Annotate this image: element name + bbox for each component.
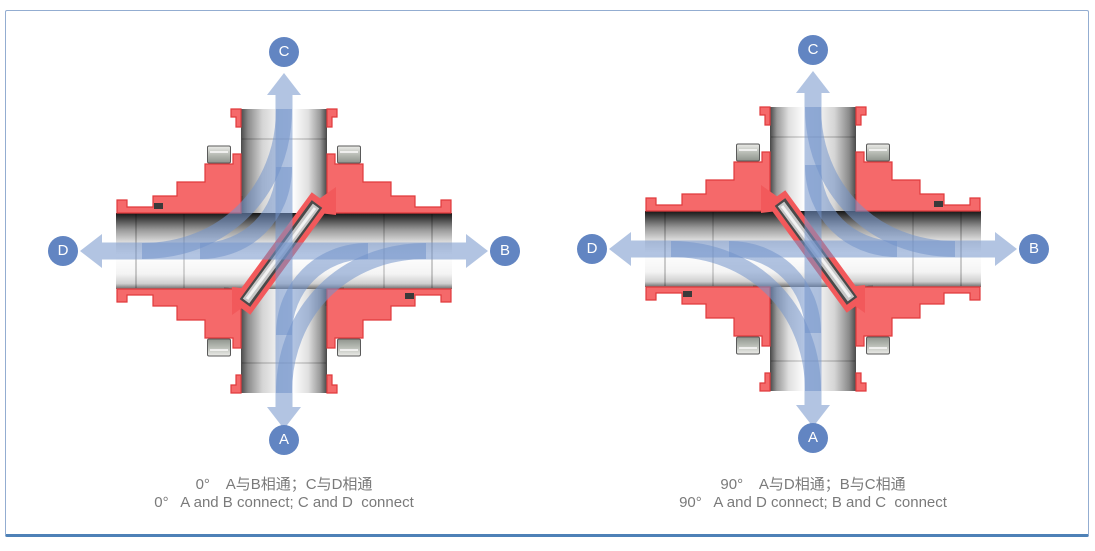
port-label-a: A — [269, 425, 299, 455]
valve-illustration-0deg — [44, 46, 524, 456]
port-label-c: C — [798, 35, 828, 65]
caption-90deg-zh: 90° A与D相通；B与C相通 — [720, 476, 906, 493]
port-label-b: B — [490, 236, 520, 266]
port-label-d: D — [48, 236, 78, 266]
caption-0deg-zh: 0° A与B相通；C与D相通 — [195, 476, 373, 493]
valve-diagram-0deg: C B A D 0° A与B相通；C与D相通 0° A and B connec… — [44, 37, 524, 511]
caption-90deg-en: 90° A and D connect; B and C connect — [679, 494, 947, 511]
valve-illustration-90deg — [573, 44, 1053, 454]
caption-90deg: 90° A与D相通；B与C相通 90° A and D connect; B a… — [573, 476, 1053, 512]
port-label-d: D — [577, 234, 607, 264]
caption-0deg: 0° A与B相通；C与D相通 0° A and B connect; C and… — [44, 476, 524, 512]
port-label-c: C — [269, 37, 299, 67]
valve-diagram-90deg: C B A D 90° A与D相通；B与C相通 90° A and D conn… — [573, 35, 1053, 511]
caption-0deg-en: 0° A and B connect; C and D connect — [154, 494, 414, 511]
port-label-b: B — [1019, 234, 1049, 264]
port-label-a: A — [798, 423, 828, 453]
